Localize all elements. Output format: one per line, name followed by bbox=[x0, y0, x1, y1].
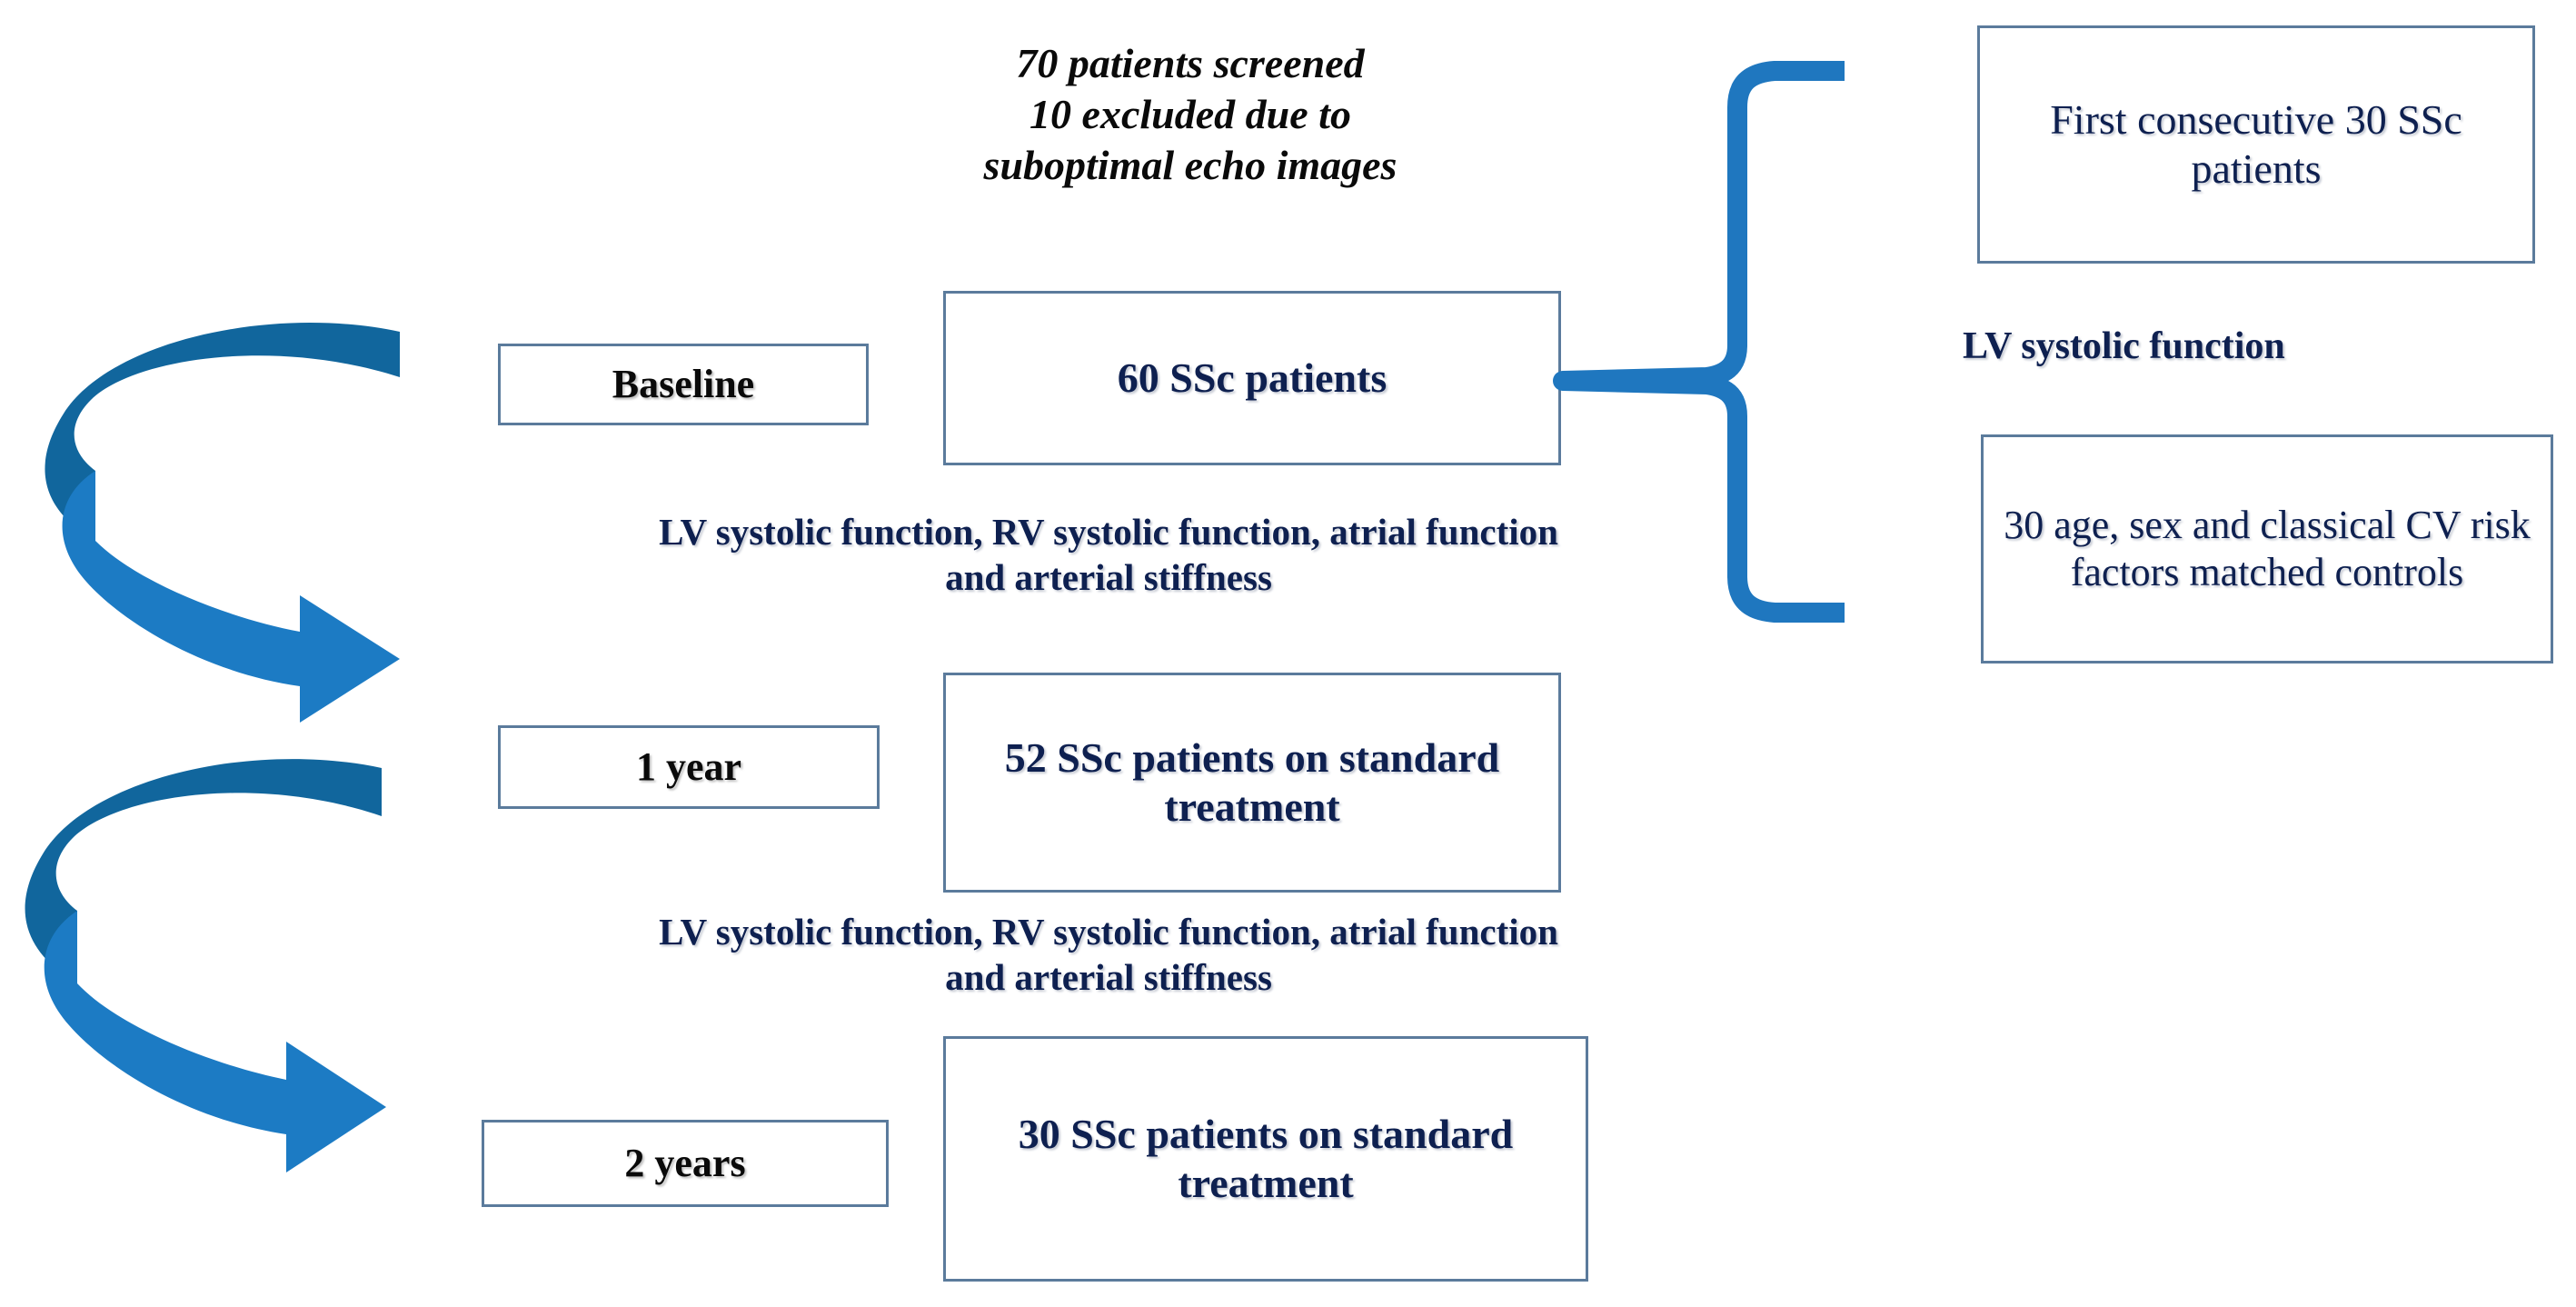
spiral-arrow-lower-light-band bbox=[44, 911, 386, 1172]
stage-label-baseline: Baseline bbox=[612, 362, 755, 407]
cohort-box-2-years: 30 SSc patients on standard treatment bbox=[943, 1036, 1588, 1282]
comparison-middle-label: LV systolic function bbox=[1963, 325, 2285, 367]
cohort-box-1-year: 52 SSc patients on standard treatment bbox=[943, 673, 1561, 893]
spiral-arrow-upper-light-band bbox=[62, 471, 400, 723]
spiral-arrow-upper bbox=[0, 309, 472, 782]
stage-box-2-years: 2 years bbox=[482, 1120, 889, 1207]
spiral-arrow-lower-dark-band bbox=[25, 759, 382, 983]
cohort-label-2-years: 30 SSc patients on standard treatment bbox=[1018, 1110, 1514, 1206]
cohort-label-baseline: 60 SSc patients bbox=[1117, 354, 1387, 401]
curly-brace-icon bbox=[1553, 61, 1845, 623]
stage-label-2-years: 2 years bbox=[624, 1141, 746, 1186]
comparison-label-matched-controls: 30 age, sex and classical CV risk factor… bbox=[2004, 503, 2531, 594]
spiral-arrow-lower bbox=[0, 745, 472, 1236]
comparison-box-matched-controls: 30 age, sex and classical CV risk factor… bbox=[1981, 434, 2553, 663]
assessment-note-1: LV systolic function, RV systolic functi… bbox=[659, 511, 1558, 599]
spiral-arrow-upper-dark-band bbox=[45, 323, 401, 541]
assessment-note-2: LV systolic function, RV systolic functi… bbox=[659, 911, 1558, 999]
brace-connector bbox=[1545, 27, 1999, 645]
stage-label-1-year: 1 year bbox=[635, 744, 742, 790]
cohort-box-baseline: 60 SSc patients bbox=[943, 291, 1561, 465]
stage-box-1-year: 1 year bbox=[498, 725, 880, 809]
comparison-box-ssc-patients: First consecutive 30 SSc patients bbox=[1977, 25, 2535, 264]
cohort-label-1-year: 52 SSc patients on standard treatment bbox=[1004, 733, 1500, 830]
comparison-label-ssc-patients: First consecutive 30 SSc patients bbox=[2050, 95, 2462, 192]
stage-box-baseline: Baseline bbox=[498, 344, 869, 425]
screening-note: 70 patients screened 10 excluded due to … bbox=[983, 40, 1397, 189]
